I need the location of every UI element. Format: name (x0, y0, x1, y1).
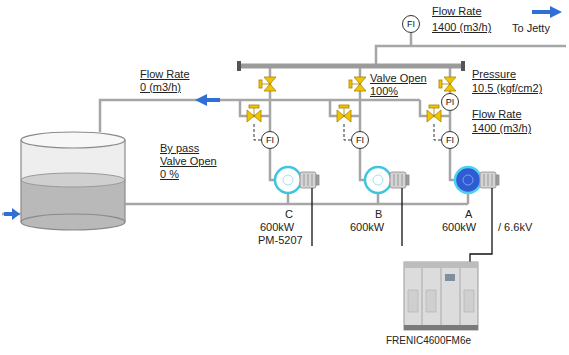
instrument-tag: PI (446, 97, 455, 107)
instrument-tag: FI (266, 135, 274, 145)
annotation-label: / 6.6kV (498, 221, 532, 234)
annotation-label: Pressure (472, 68, 516, 81)
tank (21, 132, 125, 230)
annotation-label: 0 (m3/h) (140, 81, 181, 94)
annotation-label: 600kW (442, 221, 476, 234)
annotation-label: 1400 (m3/h) (432, 21, 491, 34)
annotation-label: PM-5207 (258, 234, 303, 247)
annotation-label: 0 % (160, 168, 179, 181)
discharge-header (237, 61, 465, 71)
annotation-label: To Jetty (512, 22, 550, 35)
annotation-label: 600kW (350, 221, 384, 234)
annotation-label: By pass (160, 142, 199, 155)
annotation-label: C (285, 208, 293, 221)
annotation-label: 600kW (260, 221, 294, 234)
instrument-tag: FI (407, 19, 415, 29)
instrument-circle: FI (441, 131, 459, 149)
annotation-label: A (465, 208, 472, 221)
annotation-label: Valve Open (160, 155, 217, 168)
power-cable (312, 188, 492, 262)
annotation-label: FRENIC4600FM6e (386, 334, 471, 347)
instrument-circle: FI (402, 15, 420, 33)
annotation-label: Valve Open (370, 72, 427, 85)
pump (275, 167, 481, 193)
instrument-circle: PI (441, 93, 459, 111)
annotation-label: B (375, 208, 382, 221)
pipe-connector (449, 111, 452, 131)
flow-arrow (4, 6, 562, 220)
motor (300, 172, 499, 188)
annotation-label: 10.5 (kgf/cm2) (472, 82, 542, 95)
bypass-valve (247, 105, 441, 122)
pipe (2, 33, 566, 214)
instrument-circle: FI (261, 131, 279, 149)
instrument-tag: FI (446, 135, 454, 145)
instrument-circle: FI (351, 131, 369, 149)
inverter-cabinet (404, 262, 478, 330)
annotation-label: 100% (370, 85, 398, 98)
annotation-label: Flow Rate (432, 5, 482, 18)
annotation-label: Flow Rate (472, 108, 522, 121)
annotation-label: 1400 (m3/h) (472, 122, 531, 135)
annotation-label: Flow Rate (140, 68, 190, 81)
instrument-tag: FI (356, 135, 364, 145)
control-signal-line (254, 122, 441, 140)
